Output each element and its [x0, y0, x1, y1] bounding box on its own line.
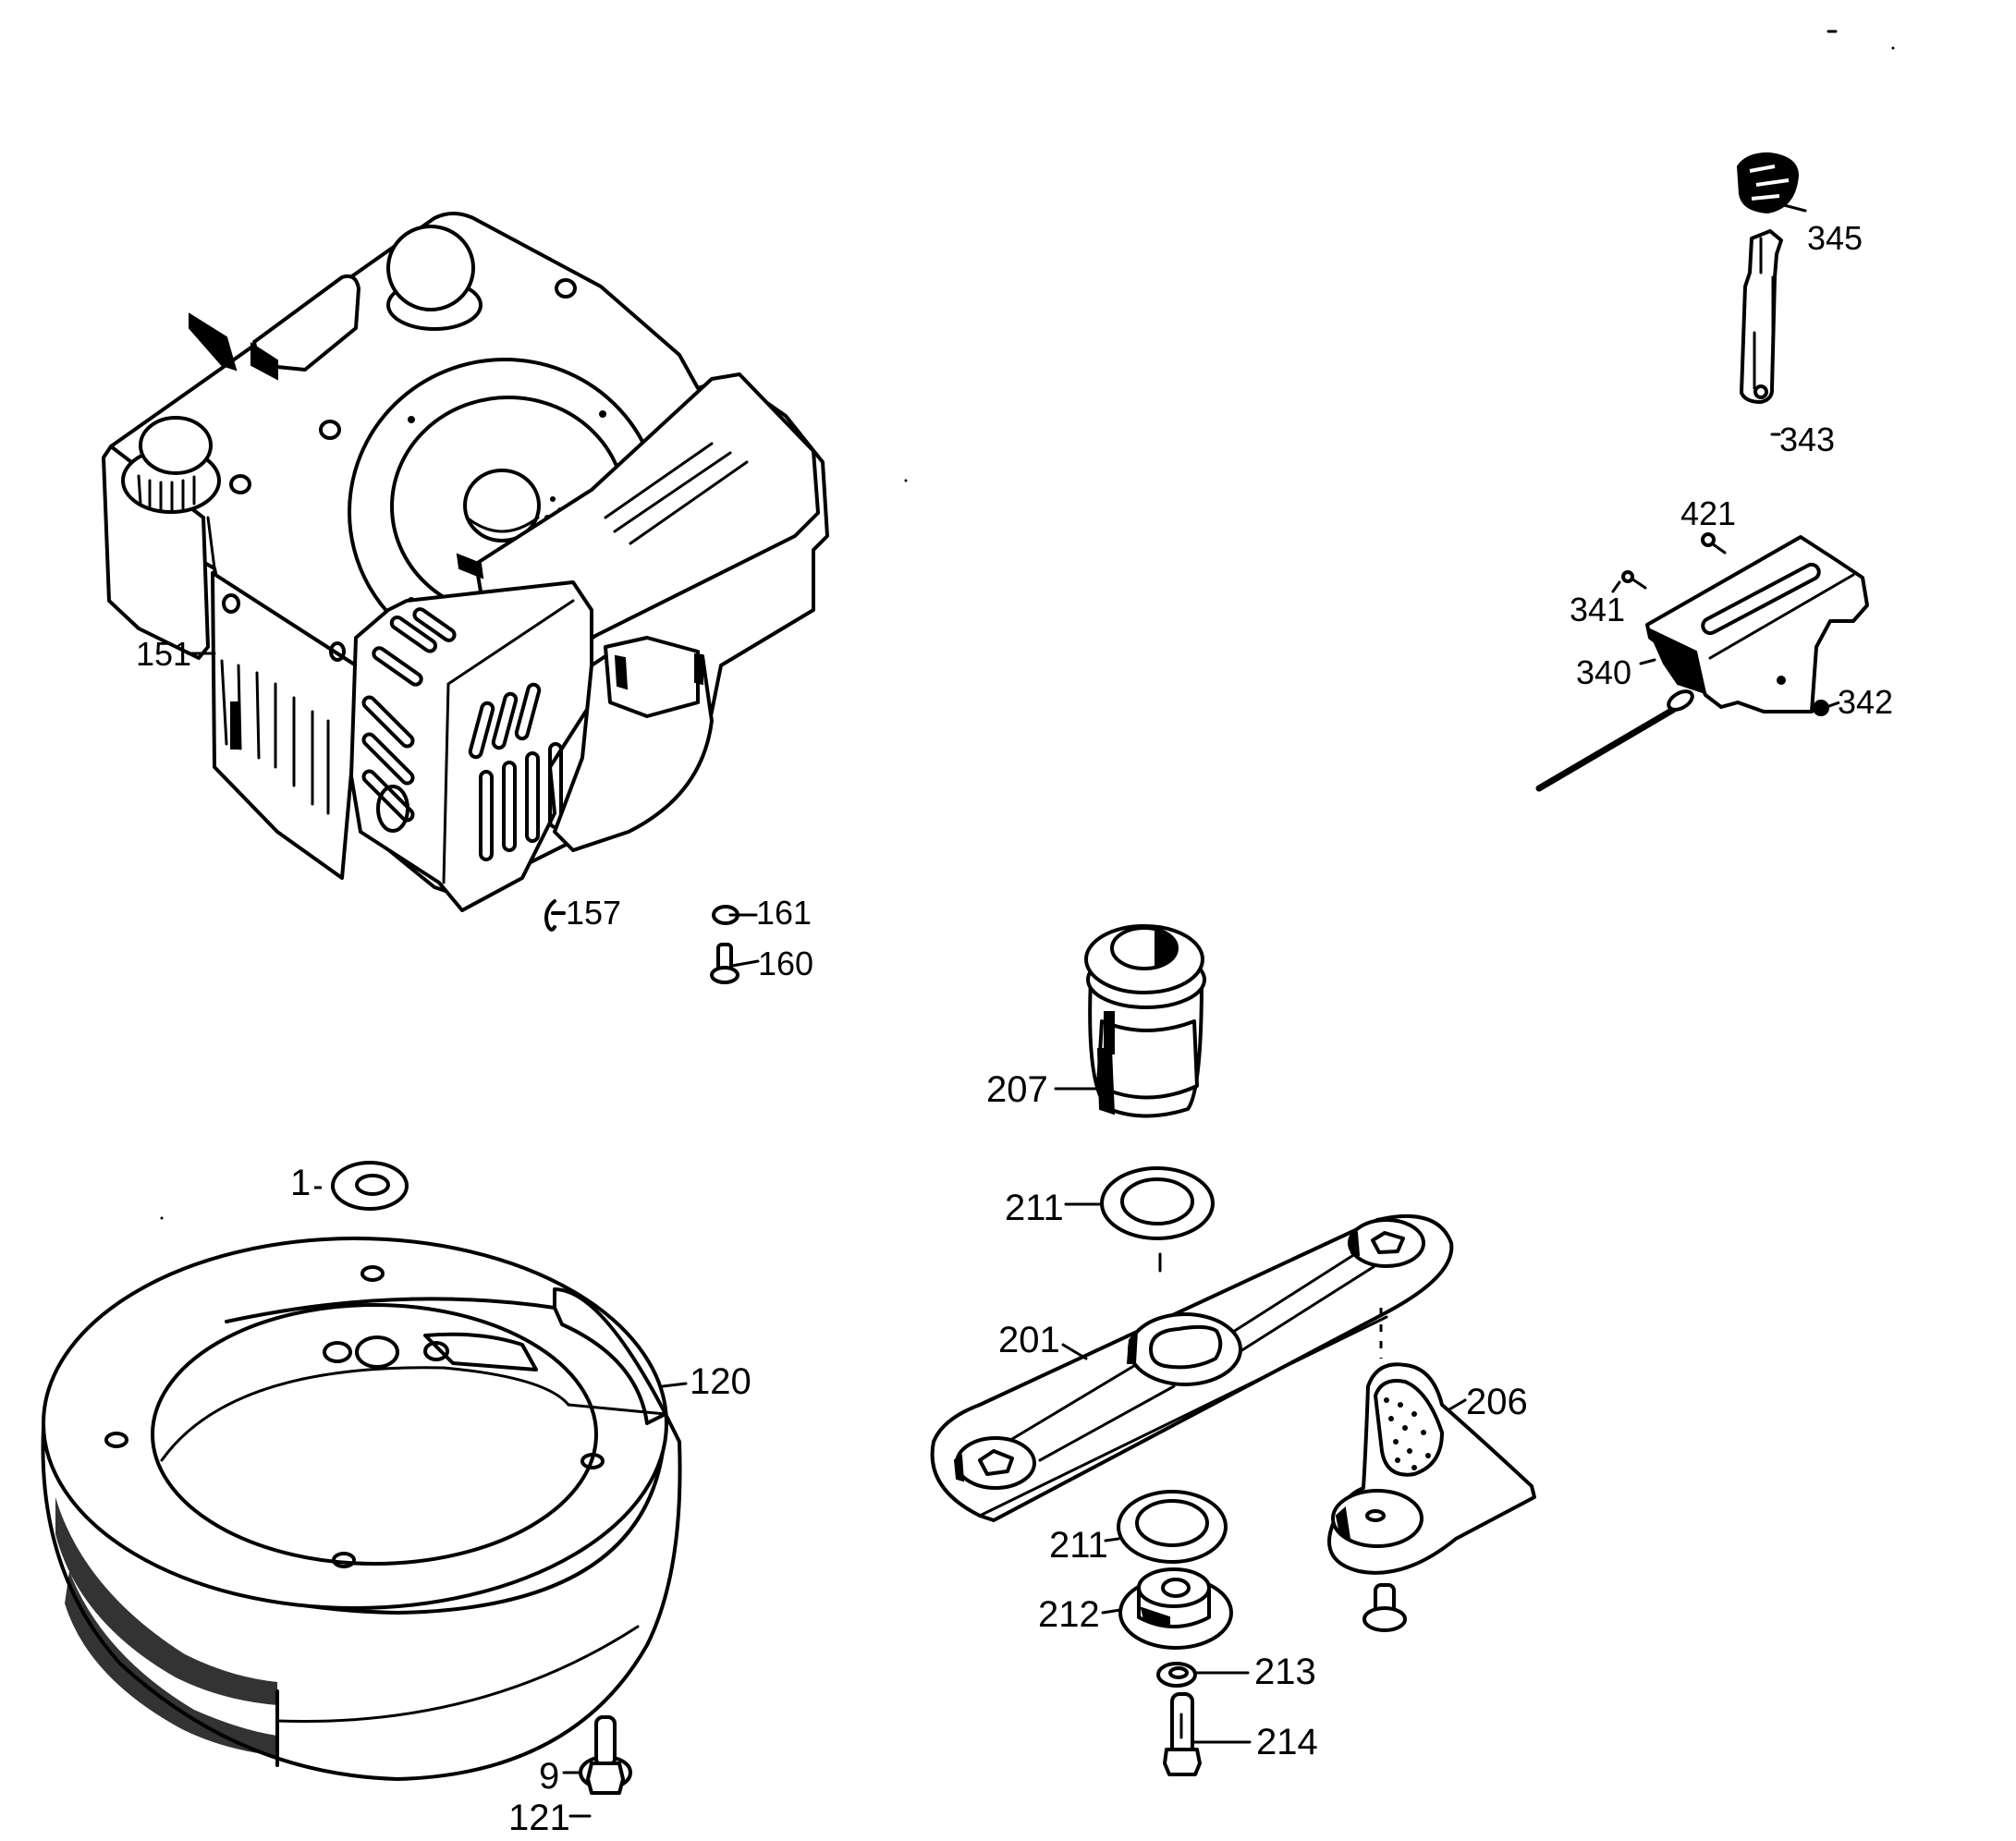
screw-421-icon: [1701, 532, 1727, 555]
deck-hole-1: [555, 278, 577, 299]
label-9: 9: [539, 1756, 559, 1797]
label-340: 340: [1576, 653, 1631, 691]
air-cleaner-slot-2: [613, 451, 732, 533]
clip-157-icon: [544, 899, 566, 932]
blade-adapter-207: [1084, 924, 1206, 1118]
engine-assembly: [102, 212, 829, 912]
carburetor-shade-2: [694, 652, 703, 686]
fuel-cap-ribs: [137, 474, 196, 512]
leader-201: [1061, 1343, 1088, 1360]
label-201: 201: [998, 1320, 1060, 1360]
control-knob-345: [1736, 152, 1800, 214]
leader-160: [730, 959, 760, 968]
carburetor: [604, 636, 700, 718]
air-cleaner-slot-3: [629, 460, 749, 545]
air-cleaner-slot-1: [604, 442, 714, 519]
control-housing-340: [1645, 535, 1869, 713]
housing-screw-1: [408, 416, 415, 423]
fuel-cap: [139, 416, 213, 475]
scan-speck-4: [160, 1216, 164, 1220]
scan-speck-2: [1891, 46, 1895, 50]
label-206: 206: [1466, 1382, 1528, 1422]
label-211-lower: 211: [1049, 1525, 1108, 1566]
label-345: 345: [1807, 219, 1863, 257]
label-211-upper: 211: [1005, 1188, 1064, 1228]
label-341: 341: [1570, 591, 1625, 628]
label-421: 421: [1680, 494, 1736, 532]
washer-1: [331, 1161, 409, 1211]
muffler-shield-edge: [442, 599, 575, 884]
cylinder-shade: [230, 701, 239, 750]
crankcase-hole-2: [329, 641, 346, 662]
choke-block-shade: [250, 342, 278, 381]
label-214: 214: [1256, 1722, 1318, 1762]
starter-cap: [463, 469, 541, 543]
leader-345: [1782, 203, 1807, 213]
control-lever-343: [1740, 229, 1783, 404]
oil-cap: [386, 225, 475, 311]
deck-hole-2: [319, 420, 341, 440]
leader-212: [1101, 1608, 1122, 1615]
carburetor-shade: [614, 654, 629, 690]
label-342: 342: [1838, 683, 1893, 721]
scan-speck-3: [904, 479, 908, 482]
pin-341-icon: [1611, 570, 1647, 593]
screw-160-icon: [710, 943, 739, 984]
ring-gear-teeth-2: [65, 1571, 277, 1756]
label-1: 1: [290, 1163, 311, 1203]
label-151: 151: [136, 635, 191, 673]
cable-ferrule: [1667, 689, 1694, 712]
crankcase-hole-1: [222, 593, 240, 614]
leader-120: [661, 1382, 688, 1388]
label-121: 121: [508, 1798, 570, 1838]
bolt-214: [1163, 1692, 1202, 1776]
lock-washer-213: [1156, 1662, 1197, 1688]
bolt-121: [586, 1715, 625, 1795]
air-cleaner-latch: [456, 553, 484, 579]
starter-cap-rim: [465, 516, 540, 533]
label-161: 161: [756, 894, 812, 932]
label-207: 207: [986, 1069, 1048, 1110]
wing-bolt: [1362, 1583, 1407, 1632]
leader-206: [1448, 1398, 1467, 1411]
label-160: 160: [758, 945, 813, 982]
muffler-outlet: [376, 785, 409, 833]
flywheel-ring-120: [41, 1237, 682, 1781]
label-343: 343: [1779, 421, 1835, 458]
ring-gear-teeth: [55, 1497, 277, 1705]
leader-340: [1639, 658, 1656, 665]
spacer-212: [1118, 1567, 1233, 1650]
blade-201: [930, 1213, 1454, 1522]
deck-hole-3: [229, 474, 251, 494]
label-120: 120: [690, 1361, 751, 1402]
leader-211-lower: [1104, 1537, 1120, 1542]
muffler-louvers: [361, 607, 563, 861]
lifter-wing-206: [1327, 1362, 1536, 1575]
nut-342-icon: [1813, 700, 1840, 716]
choke-block: [252, 274, 360, 372]
label-157: 157: [566, 894, 621, 932]
throttle-cable: [1535, 699, 1686, 792]
label-213: 213: [1254, 1652, 1316, 1692]
washer-211-lower: [1117, 1490, 1228, 1564]
housing-screw-2: [599, 410, 606, 418]
label-212: 212: [1038, 1594, 1100, 1635]
primer-strip: [189, 312, 238, 372]
washer-211-upper: [1100, 1166, 1215, 1240]
